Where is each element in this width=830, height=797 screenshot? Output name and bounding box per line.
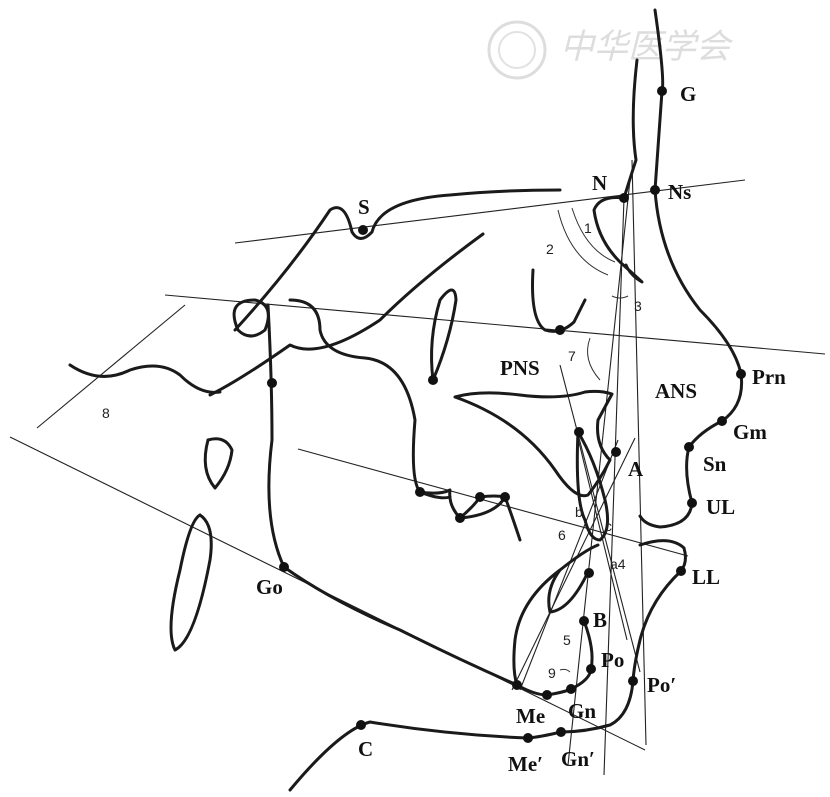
label-ul: UL xyxy=(706,495,735,519)
angle-b: b xyxy=(575,504,583,520)
label-sn: Sn xyxy=(703,452,727,476)
n-pog-line xyxy=(603,197,625,776)
n-b-line xyxy=(567,179,631,766)
occlusal-plane-line xyxy=(297,448,689,557)
point-ar xyxy=(267,378,277,388)
pterygoid-plate xyxy=(430,288,458,382)
label-b: B xyxy=(593,608,607,632)
point-lower-incisor xyxy=(584,568,594,578)
point-g xyxy=(657,86,667,96)
incisor-axis-upper xyxy=(511,437,636,691)
point-molar-4 xyxy=(500,492,510,502)
label-me-soft: Me′ xyxy=(508,752,543,776)
angle-arcs xyxy=(557,207,629,673)
point-gn-soft xyxy=(556,727,566,737)
point-molar-3 xyxy=(475,492,485,502)
angle-labels: 1 2 3 7 8 b c 6 a4 5 9 xyxy=(102,220,642,681)
sn-line xyxy=(234,179,746,244)
upper-incisor xyxy=(575,430,610,542)
point-ul xyxy=(687,498,697,508)
label-gm: Gm xyxy=(733,420,767,444)
point-go xyxy=(279,562,289,572)
lower-incisor-symphysis xyxy=(512,543,600,687)
label-prn: Prn xyxy=(752,365,786,389)
landmark-labels: G N Ns S PNS ANS Prn Gm Sn A UL LL Go B … xyxy=(256,82,786,776)
watermark-text: 中华医学会 xyxy=(560,27,734,67)
watermark: 中华医学会 xyxy=(487,20,734,80)
label-po: Po xyxy=(601,648,624,672)
label-po-soft: Po′ xyxy=(647,673,676,697)
point-molar-1 xyxy=(415,487,425,497)
point-po xyxy=(586,664,596,674)
hyoid xyxy=(203,437,234,490)
label-a: A xyxy=(628,457,644,481)
watermark-seal-inner xyxy=(498,31,536,69)
label-g: G xyxy=(680,82,696,106)
label-s: S xyxy=(358,195,370,219)
watermark-seal-icon xyxy=(487,20,547,80)
angle-2: 2 xyxy=(546,241,554,257)
point-n xyxy=(619,193,629,203)
point-ll xyxy=(676,566,686,576)
point-incisor-tip xyxy=(574,427,584,437)
point-molar-2 xyxy=(455,513,465,523)
sella-contour xyxy=(233,188,562,332)
point-gm xyxy=(717,416,727,426)
label-gn-soft: Gn′ xyxy=(561,747,595,771)
palate xyxy=(453,389,614,498)
point-me xyxy=(542,690,552,700)
point-c xyxy=(356,720,366,730)
cranial-base xyxy=(208,232,485,397)
nasal-bone xyxy=(592,196,644,284)
soft-tissue-profile-lower xyxy=(288,539,687,792)
label-ans: ANS xyxy=(655,379,697,403)
angle-c: c xyxy=(605,518,612,534)
point-a xyxy=(611,447,621,457)
anatomy-tracing xyxy=(68,8,744,792)
angle-8: 8 xyxy=(102,405,110,421)
angle-6: 6 xyxy=(558,527,566,543)
point-po-soft xyxy=(628,676,638,686)
label-go: Go xyxy=(256,575,283,599)
label-n: N xyxy=(592,171,607,195)
incisor-axis-lower xyxy=(575,429,628,641)
ramus-posterior xyxy=(266,303,594,697)
angle-a4: a4 xyxy=(610,556,626,572)
condyle xyxy=(232,298,270,338)
point-ptm xyxy=(428,375,438,385)
angle-7: 7 xyxy=(568,348,576,364)
angle-3: 3 xyxy=(634,298,642,314)
label-me: Me xyxy=(516,704,545,728)
facial-vertical-line xyxy=(631,159,647,746)
ramus-anterior xyxy=(288,298,452,500)
frontal-bone xyxy=(622,58,639,200)
label-gn: Gn xyxy=(568,699,596,723)
airway xyxy=(169,513,213,652)
label-ns: Ns xyxy=(668,180,691,204)
pns-line xyxy=(559,364,641,673)
point-gn xyxy=(566,684,576,694)
point-sn xyxy=(684,442,694,452)
fh-line xyxy=(164,294,826,355)
occipital-contour xyxy=(68,363,222,394)
orbit-floor xyxy=(531,268,587,333)
symphysis-line xyxy=(519,439,619,691)
label-c: C xyxy=(358,737,373,761)
ramus-tangent-line xyxy=(36,304,186,429)
angle-1: 1 xyxy=(584,220,592,236)
landmark-points xyxy=(267,86,746,743)
point-b xyxy=(579,616,589,626)
point-me-soft xyxy=(523,733,533,743)
label-ll: LL xyxy=(692,565,720,589)
point-prn xyxy=(736,369,746,379)
point-menton-base xyxy=(512,680,522,690)
angle-9: 9 xyxy=(548,665,556,681)
point-s xyxy=(358,225,368,235)
label-pns: PNS xyxy=(500,356,540,380)
point-ns xyxy=(650,185,660,195)
angle-5: 5 xyxy=(563,632,571,648)
point-or xyxy=(555,325,565,335)
